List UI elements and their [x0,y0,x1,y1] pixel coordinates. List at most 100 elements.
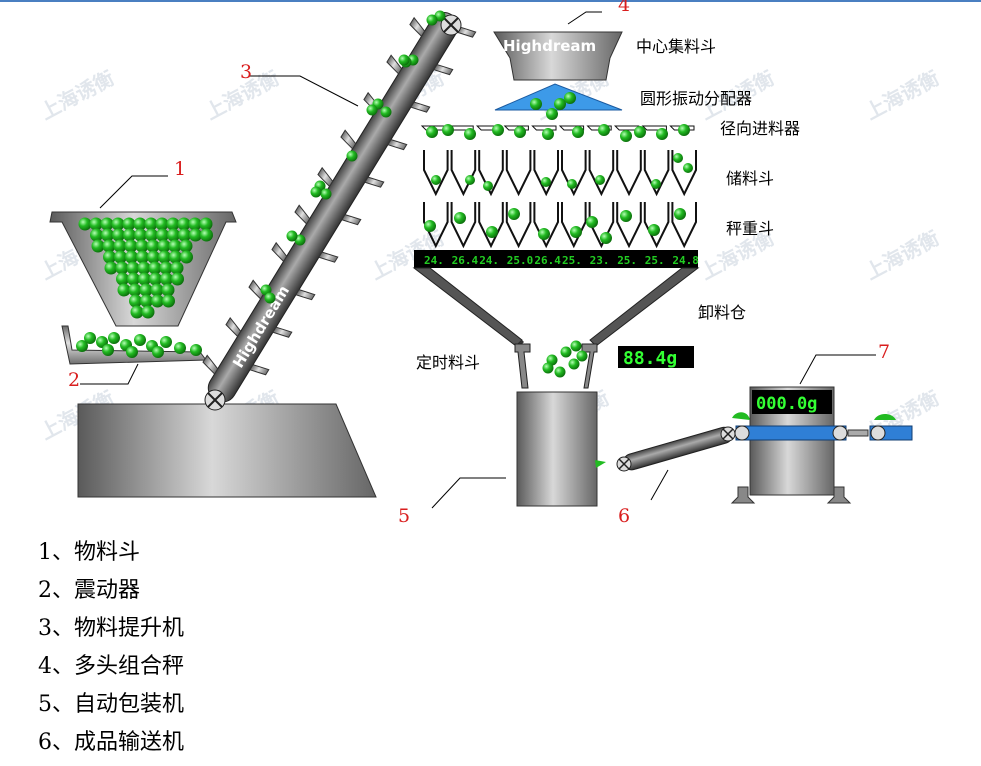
elevator-balls [260,10,446,304]
elevator-flight [340,129,357,150]
product-ball [141,305,155,319]
product-ball [134,228,147,242]
callout-1: 1 [174,158,186,180]
label-timing-hopper: 定时料斗 [416,353,480,372]
weight-readout: 24. [479,254,499,267]
product-ball [320,188,332,200]
product-ball [179,239,193,253]
weight-readout: 26.4 [452,254,479,267]
vibrator-tray [61,325,207,365]
weigh-hopper [423,202,449,249]
product-ball [128,283,142,297]
product-ball [126,261,140,275]
product-ball [161,283,175,297]
product-ball [91,239,105,253]
product-ball [155,217,169,231]
circular-vibration-distributor [494,83,623,111]
product-ball [84,332,96,344]
elevator-flight [410,101,431,113]
watermark: 上海诱衡 [36,66,118,125]
product-ball [158,250,171,264]
product-ball [103,250,116,264]
product-ball [598,124,610,136]
product-ball [346,150,358,162]
weight-readout: 25. [645,254,665,267]
product-ball [542,128,554,140]
elevator-flight [386,54,403,75]
storage-hopper [616,150,642,197]
product-ball [199,217,213,231]
product-ball [151,294,164,308]
product-ball [104,261,118,275]
product-ball [166,217,180,231]
elevator-flight [318,251,339,263]
product-ball [180,250,193,264]
storage-hopper-row [423,150,697,197]
weigh-hopper [643,202,670,249]
label-weigh-hopper: 秤重斗 [726,219,774,238]
checkweigher-value: 000.0g [756,394,817,414]
product-ball [560,346,572,358]
callout-6: 6 [618,505,630,527]
product-ball [586,216,598,228]
product-ball [426,126,438,138]
weight-readout: 26.4 [534,254,561,267]
product-ball [620,130,632,142]
storage-hopper [423,150,449,197]
weight-readout: 25.0 [507,254,534,267]
product-ball [160,336,172,348]
product-ball [101,228,114,242]
product-ball [134,334,146,346]
radial-feeder-row [420,92,695,142]
product-ball [171,272,184,286]
product-ball [148,261,162,275]
weigh-hopper [505,202,532,249]
automatic-packaging-machine [516,391,598,507]
product-ball [674,208,686,220]
main-weight-value: 88.4g [623,348,677,369]
product-ball [152,346,164,358]
timing-hopper [514,340,598,389]
storage-hopper [450,150,477,197]
storage-hopper [533,150,559,197]
product-ball [673,153,683,163]
elevator-flight [249,364,270,376]
product-ball [554,366,566,378]
product-ball [125,250,138,264]
legend-item: 3、物料提升机 [38,616,184,641]
product-ball [572,126,584,138]
product-ball [113,239,127,253]
weight-readout: 25. [617,254,637,267]
product-ball [160,272,173,286]
storage-hopper [671,150,697,197]
product-ball [136,250,149,264]
product-ball [568,358,580,370]
product-ball [108,332,120,344]
product-ball [137,261,151,275]
product-ball [465,175,475,185]
storage-hopper [588,150,615,197]
product-ball [600,232,612,244]
elevator-flight [202,354,219,375]
callout-3: 3 [240,61,252,83]
product-ball [570,226,582,238]
product-ball [310,186,322,198]
product-ball [464,128,476,140]
hopper-brand: Highdream [503,37,596,55]
weigh-hopper [561,202,587,249]
product-ball [123,228,136,242]
product-ball [102,344,114,356]
elevator-flights [202,16,477,376]
product-ball [159,261,173,275]
storage-hopper [505,150,532,197]
leader-lines [80,11,876,509]
product-ball [168,239,182,253]
product-ball [656,128,668,140]
product-ball [678,124,690,136]
product-ball [130,305,144,319]
product-ball [139,283,153,297]
product-ball [122,217,136,231]
product-ball [178,228,191,242]
callout-4: 4 [618,0,630,16]
material-balls [78,217,213,319]
